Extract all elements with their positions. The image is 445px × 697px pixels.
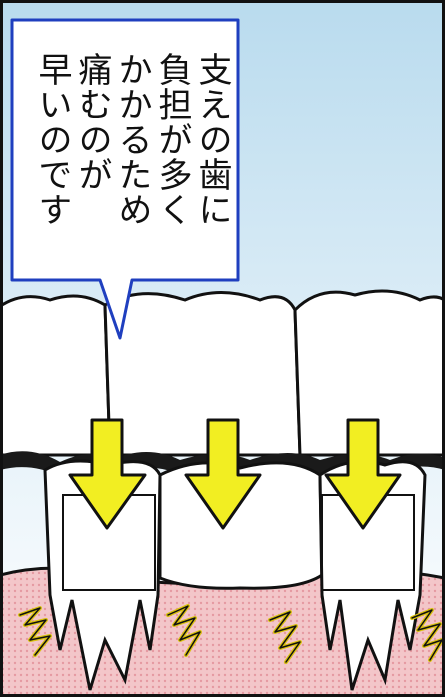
down-arrow-icon	[324, 418, 402, 530]
caption-line-3: かかるため	[112, 52, 152, 227]
down-arrow-icon	[184, 418, 262, 530]
caption-line-1: 支えの歯に	[192, 52, 232, 227]
down-arrow-icon	[68, 418, 147, 530]
caption-line-4: 痛むのが	[72, 52, 112, 192]
speech-bubble	[10, 18, 240, 340]
caption-line-2: 負担が多く	[152, 52, 192, 227]
caption-line-5: 早いのです	[32, 52, 72, 227]
